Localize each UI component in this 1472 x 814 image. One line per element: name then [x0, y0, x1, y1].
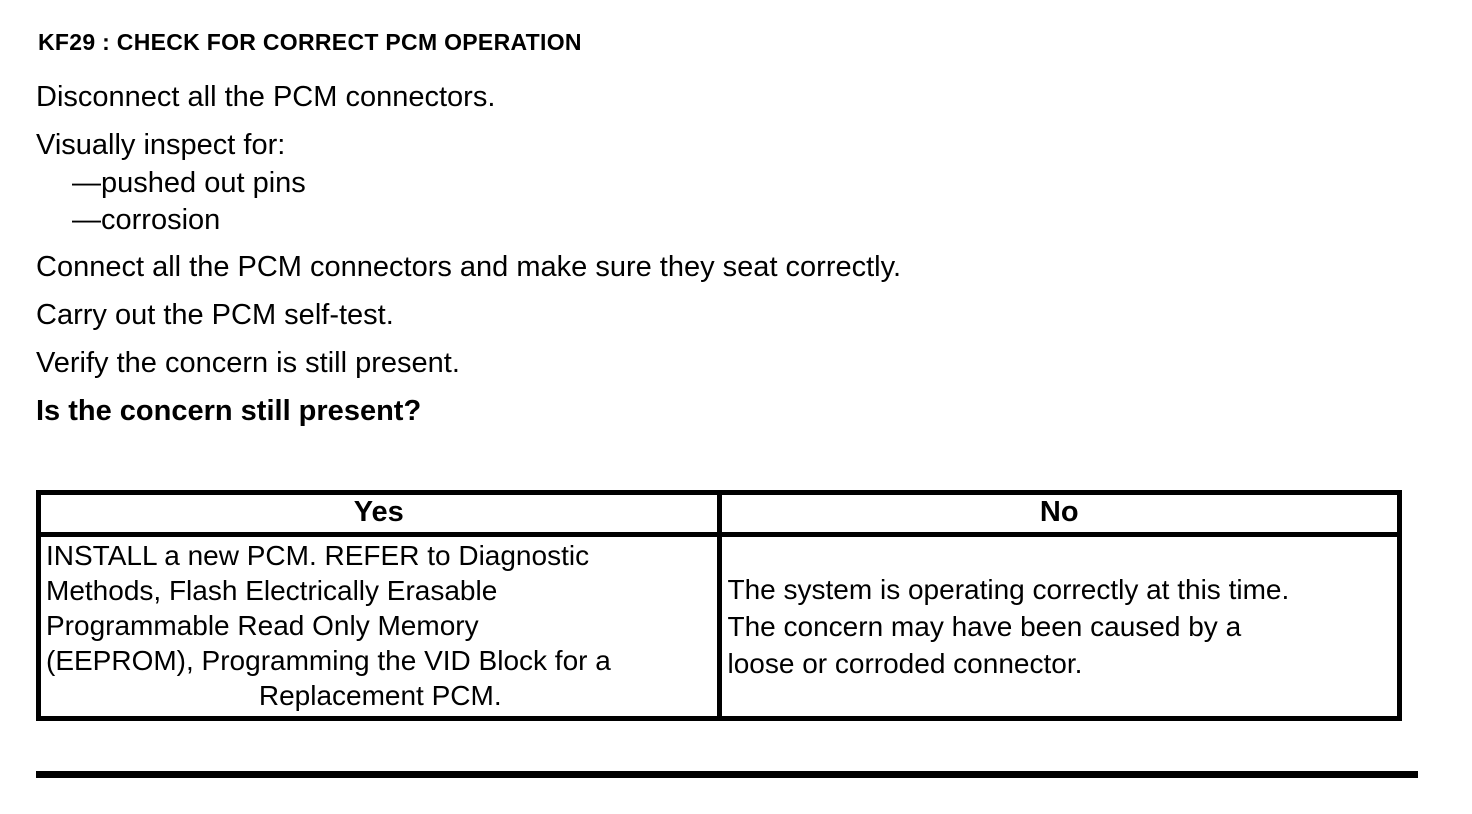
no-action-cell: The system is operating correctly at thi…	[716, 532, 1402, 721]
inspect-item-pushed-out-pins: —pushed out pins	[72, 167, 306, 199]
step-visually-inspect: Visually inspect for:	[36, 129, 286, 161]
section-divider	[36, 771, 1418, 778]
question-is-concern-present: Is the concern still present?	[36, 395, 422, 427]
step-verify-concern: Verify the concern is still present.	[36, 347, 460, 379]
decision-table-header-row: Yes No	[36, 490, 1402, 537]
yes-action-line: Methods, Flash Electrically Erasable	[46, 575, 498, 606]
yes-action-line: Replacement PCM.	[258, 680, 502, 711]
step-connect-connectors: Connect all the PCM connectors and make …	[36, 251, 902, 283]
step-carry-out-self-test: Carry out the PCM self-test.	[36, 299, 394, 331]
yes-action-line: (EEPROM), Programming the VID Block for …	[46, 645, 611, 676]
step-disconnect-connectors: Disconnect all the PCM connectors.	[36, 81, 496, 113]
inspect-item-corrosion: —corrosion	[72, 204, 221, 236]
yes-column-header: Yes	[36, 490, 722, 537]
no-action-line: The system is operating correctly at thi…	[727, 574, 1290, 605]
no-action-line: loose or corroded connector.	[727, 648, 1083, 679]
yes-action-cell: INSTALL a new PCM. REFER to Diagnostic M…	[36, 532, 722, 721]
yes-action-line: Programmable Read Only Memory	[46, 610, 479, 641]
no-action-line: The concern may have been caused by a	[727, 611, 1242, 642]
no-column-header: No	[716, 490, 1402, 537]
decision-table-body-row: INSTALL a new PCM. REFER to Diagnostic M…	[36, 532, 1402, 721]
yes-action-line: INSTALL a new PCM. REFER to Diagnostic	[46, 540, 590, 571]
decision-table: Yes No INSTALL a new PCM. REFER to Diagn…	[36, 490, 1402, 721]
procedure-title: KF29 : CHECK FOR CORRECT PCM OPERATION	[38, 29, 582, 55]
inspect-list: —pushed out pins —corrosion	[72, 165, 1432, 239]
